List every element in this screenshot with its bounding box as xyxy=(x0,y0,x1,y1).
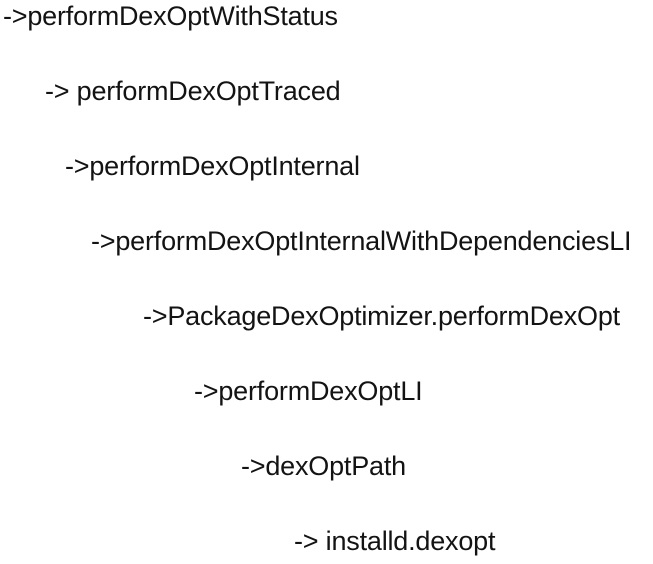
call-stack-frame-6: ->dexOptPath xyxy=(241,451,406,481)
call-stack-frame-2: ->performDexOptInternal xyxy=(65,151,360,181)
call-stack-frame-4: ->PackageDexOptimizer.performDexOpt xyxy=(143,301,620,331)
call-stack-frame-5: ->performDexOptLI xyxy=(194,376,423,406)
call-stack-frame-1: -> performDexOptTraced xyxy=(45,76,341,106)
call-stack-frame-0: ->performDexOptWithStatus xyxy=(3,1,338,31)
call-stack-frame-3: ->performDexOptInternalWithDependenciesL… xyxy=(91,226,632,256)
call-stack-frame-7: -> installd.dexopt xyxy=(294,526,496,556)
